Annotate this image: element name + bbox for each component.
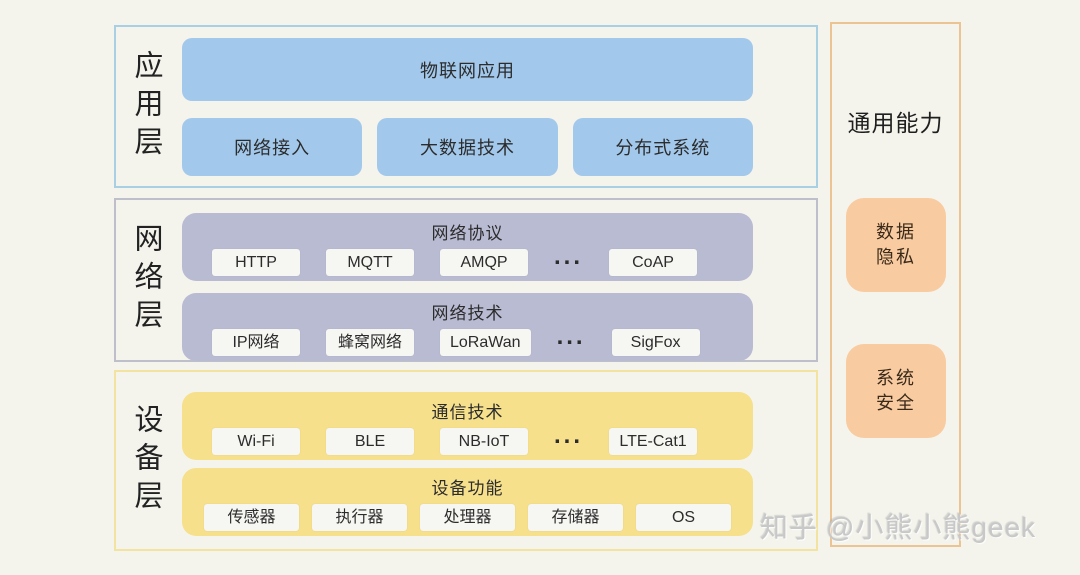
group-network-technologies: 网络技术 IP网络 蜂窝网络 LoRaWan ... SigFox <box>182 293 753 361</box>
network-layer-label: 网络层 <box>130 223 162 337</box>
network-protocols-chip-row: HTTP MQTT AMQP ... CoAP <box>182 242 753 276</box>
application-layer: 应用层 物联网应用 网络接入 大数据技术 分布式系统 <box>114 25 818 188</box>
chip-storage: 存储器 <box>528 504 623 531</box>
watermark: 知乎@小熊小熊geek <box>760 506 1044 546</box>
chip-os: OS <box>636 504 731 531</box>
capability-system-security-line1: 系统 <box>876 368 916 388</box>
device-functions-chip-row: 传感器 执行器 处理器 存储器 OS <box>182 504 753 531</box>
ellipsis: ... <box>554 421 584 449</box>
box-distributed-systems: 分布式系统 <box>572 118 753 176</box>
ellipsis: ... <box>554 242 584 270</box>
watermark-handle: @小熊小熊geek <box>826 512 1037 543</box>
group-device-functions: 设备功能 传感器 执行器 处理器 存储器 OS <box>182 468 753 536</box>
network-technologies-chip-row: IP网络 蜂窝网络 LoRaWan ... SigFox <box>182 322 753 356</box>
capability-data-privacy-line2: 隐私 <box>876 247 916 267</box>
common-capabilities-panel: 通用能力 数据 隐私 系统 安全 <box>830 22 961 547</box>
common-capabilities-title: 通用能力 <box>847 110 944 136</box>
chip-coap: CoAP <box>609 249 698 276</box>
capability-system-security-line2: 安全 <box>876 393 916 413</box>
chip-nb-iot: NB-IoT <box>440 428 528 455</box>
box-network-access: 网络接入 <box>182 118 363 176</box>
application-layer-label: 应用层 <box>130 49 162 164</box>
chip-ip-network: IP网络 <box>212 329 300 356</box>
group-title-network-technologies: 网络技术 <box>431 304 504 323</box>
group-title-device-functions: 设备功能 <box>431 479 504 498</box>
chip-sensor: 传感器 <box>204 504 299 531</box>
box-iot-application: 物联网应用 <box>182 38 753 101</box>
capability-system-security: 系统 安全 <box>846 344 946 438</box>
chip-amqp: AMQP <box>440 249 528 276</box>
chip-mqtt: MQTT <box>326 249 414 276</box>
chip-http: HTTP <box>212 249 300 276</box>
group-network-protocols: 网络协议 HTTP MQTT AMQP ... CoAP <box>182 213 753 281</box>
chip-processor: 处理器 <box>420 504 515 531</box>
device-layer: 设备层 通信技术 Wi-Fi BLE NB-IoT ... LTE-Cat1 设… <box>114 370 818 551</box>
communication-technologies-chip-row: Wi-Fi BLE NB-IoT ... LTE-Cat1 <box>182 421 753 455</box>
group-communication-technologies: 通信技术 Wi-Fi BLE NB-IoT ... LTE-Cat1 <box>182 392 753 460</box>
capability-data-privacy: 数据 隐私 <box>846 198 946 292</box>
chip-sigfox: SigFox <box>611 329 700 356</box>
chip-lorawan: LoRaWan <box>440 329 531 356</box>
zhihu-logo-text: 知乎 <box>760 512 819 543</box>
chip-wifi: Wi-Fi <box>212 428 300 455</box>
chip-cellular-network: 蜂窝网络 <box>326 329 414 356</box>
ellipsis: ... <box>556 322 586 350</box>
group-title-communication-technologies: 通信技术 <box>431 403 504 422</box>
chip-lte-cat1: LTE-Cat1 <box>609 428 698 455</box>
network-layer: 网络层 网络协议 HTTP MQTT AMQP ... CoAP 网络技术 IP… <box>114 198 818 362</box>
chip-ble: BLE <box>326 428 414 455</box>
chip-actuator: 执行器 <box>312 504 407 531</box>
capability-data-privacy-line1: 数据 <box>876 222 916 242</box>
application-layer-row: 网络接入 大数据技术 分布式系统 <box>182 118 753 176</box>
device-layer-label: 设备层 <box>130 403 162 518</box>
group-title-network-protocols: 网络协议 <box>431 224 504 243</box>
box-big-data-technology: 大数据技术 <box>377 118 558 176</box>
